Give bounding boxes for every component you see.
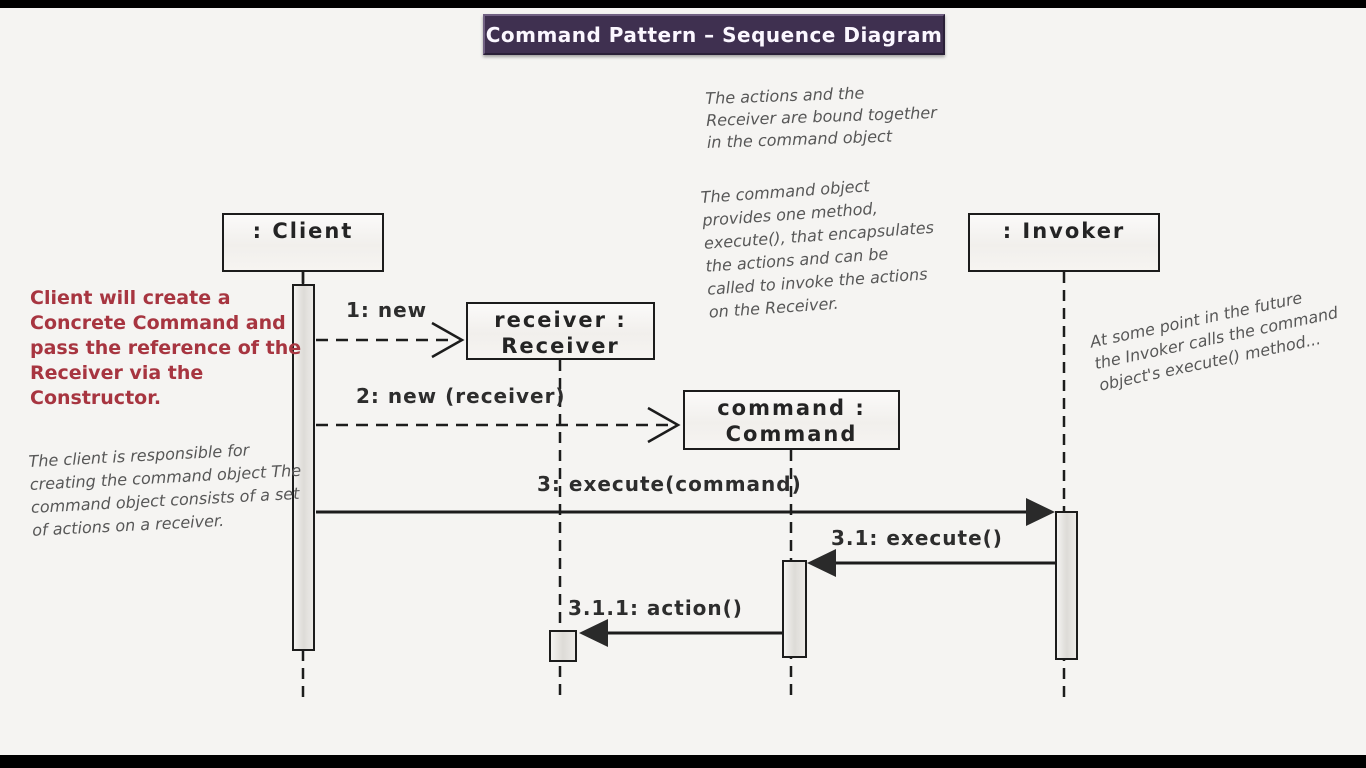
lifeline-label-invoker: : Invoker	[1002, 219, 1126, 243]
lifeline-label-receiver: receiver : Receiver	[494, 308, 627, 358]
annotation-command-method: The command object provides one method, …	[700, 176, 935, 322]
annotation-client-creates-red: Client will create a Concrete Command an…	[30, 287, 302, 409]
filled-arrowhead-execute	[807, 549, 836, 577]
lifeline-head-client: : Client	[222, 213, 384, 272]
filled-arrowhead-action	[579, 619, 608, 647]
lifeline-label-client: : Client	[252, 219, 354, 243]
bottom-letterbox-bar	[0, 755, 1366, 768]
activation-bar-invoker	[1055, 511, 1078, 660]
message-label-execute-command: 3: execute(command)	[537, 472, 802, 496]
lifeline-head-command: command : Command	[683, 390, 900, 450]
top-letterbox-bar	[0, 0, 1366, 8]
page-title: Command Pattern – Sequence Diagram	[485, 22, 943, 47]
open-arrowhead-new-receiver	[647, 406, 681, 444]
lifeline-label-command: command : Command	[717, 396, 866, 446]
activation-bar-client	[292, 284, 315, 651]
message-label-new-receiver: 2: new (receiver)	[356, 384, 566, 408]
activation-bar-receiver	[549, 630, 577, 662]
activation-bar-command	[782, 560, 807, 658]
lifeline-head-receiver: receiver : Receiver	[466, 302, 655, 360]
filled-arrowhead-execute-command	[1026, 498, 1055, 526]
lifeline-head-invoker: : Invoker	[968, 213, 1160, 272]
message-label-execute: 3.1: execute()	[831, 526, 1003, 550]
annotation-client-responsible: The client is responsible for creating t…	[28, 440, 302, 540]
message-label-new: 1: new	[346, 298, 428, 322]
annotation-actions-bound: The actions and the Receiver are bound t…	[705, 83, 938, 152]
open-arrowhead-new	[431, 321, 465, 359]
title-banner: Command Pattern – Sequence Diagram	[483, 14, 945, 55]
message-label-action: 3.1.1: action()	[568, 596, 743, 620]
